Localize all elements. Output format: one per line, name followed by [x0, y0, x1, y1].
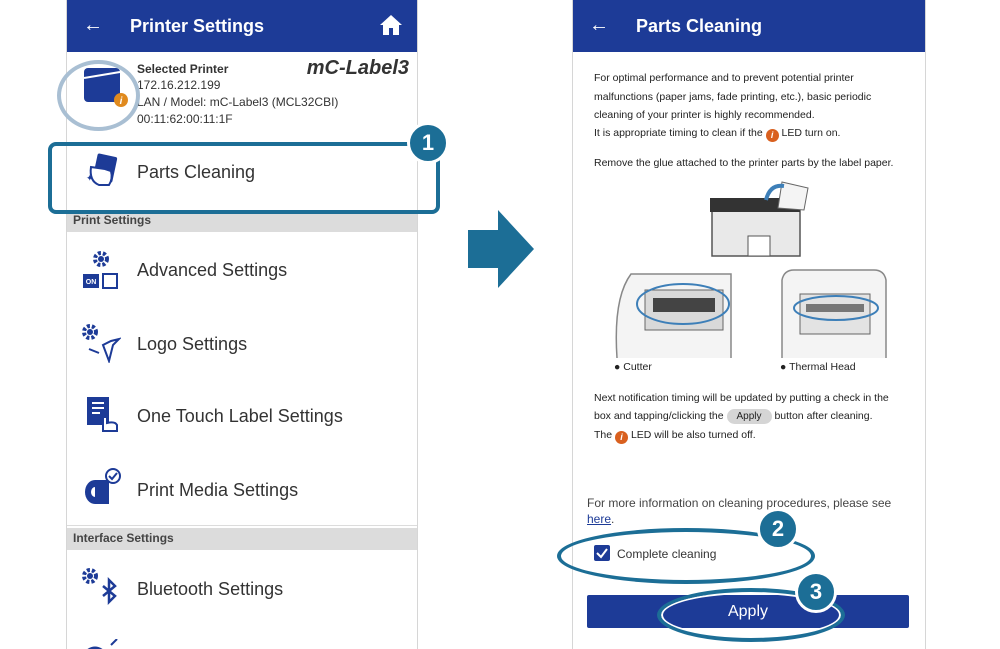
parts-cleaning-label: Parts Cleaning [137, 162, 256, 182]
callout-2: 2 [757, 508, 799, 550]
advanced-settings-label: Advanced Settings [137, 260, 288, 280]
more-info-text: For more information on cleaning procedu… [587, 496, 892, 510]
here-period: . [611, 512, 615, 526]
printer-open-illustration [710, 181, 809, 257]
one-touch-label-item[interactable]: One Touch Label Settings [67, 379, 417, 453]
app-bar-right: ← Parts Cleaning [573, 0, 925, 52]
section-interface-settings: Interface Settings [67, 528, 417, 550]
advanced-settings-icon: ON [83, 251, 118, 289]
one-touch-label-label: One Touch Label Settings [137, 406, 343, 426]
here-link[interactable]: here [587, 512, 612, 526]
cleaning-hand-icon: ✦ [86, 153, 118, 186]
next-line-2: box and tapping/clicking the Apply butto… [594, 409, 873, 424]
next-line-3b: LED will be also turned off. [630, 429, 756, 441]
next-line-3: The i LED will be also turned off. [594, 429, 756, 444]
intro-line-2: malfunctions (paper jams, fade printing,… [594, 91, 872, 103]
print-media-icon [85, 468, 121, 504]
section-interface-label: Interface Settings [73, 531, 174, 545]
section-print-label: Print Settings [73, 213, 152, 227]
print-media-label: Print Media Settings [137, 480, 299, 500]
apply-pill: Apply [726, 409, 772, 424]
callout-1: 1 [407, 122, 449, 164]
intro-line-1: For optimal performance and to prevent p… [594, 72, 854, 84]
selected-printer-heading: Selected Printer [137, 62, 229, 76]
print-media-item[interactable]: Print Media Settings [67, 452, 417, 526]
checkbox-highlight [557, 528, 815, 584]
intro-line-4: It is appropriate timing to clean if the… [594, 127, 840, 142]
next-line-1: Next notification timing will be updated… [594, 392, 889, 404]
brand-logo: mC-Label3 [306, 57, 409, 79]
wifi-settings-item[interactable] [67, 623, 417, 649]
bluetooth-settings-label: Bluetooth Settings [137, 579, 284, 599]
apply-highlight [657, 588, 845, 642]
intro-line-4a: It is appropriate timing to clean if the [594, 127, 763, 139]
next-line-2a: box and tapping/clicking the [594, 410, 724, 422]
thermal-head-illustration [781, 269, 887, 358]
section-print-settings: Print Settings [67, 210, 417, 232]
here-link-wrap: here. [587, 512, 614, 526]
back-arrow-icon[interactable]: ← [83, 14, 103, 36]
logo-settings-item[interactable]: Logo Settings [67, 307, 417, 380]
next-line-2b: button after cleaning. [774, 410, 873, 422]
thermal-head-label: ● Thermal Head [780, 361, 856, 373]
printer-settings-screen: ← Printer Settings i Selected Printer 17… [66, 0, 418, 649]
intro-line-3: cleaning of your printer is highly recom… [594, 109, 815, 121]
page-title-right: Parts Cleaning [636, 16, 763, 36]
logo-settings-label: Logo Settings [137, 334, 248, 354]
parts-cleaning-item[interactable]: ✦ Parts Cleaning [67, 137, 417, 211]
led-info-icon-2: i [615, 431, 629, 444]
back-arrow-icon[interactable]: ← [589, 14, 609, 36]
logo-settings-icon [82, 324, 121, 363]
led-info-icon: i [765, 129, 779, 142]
wifi-icon [87, 639, 118, 649]
next-line-3a: The [594, 429, 613, 441]
on-badge-text: ON [86, 279, 97, 286]
cutter-label: ● Cutter [614, 361, 652, 373]
advanced-settings-item[interactable]: ON Advanced Settings [67, 232, 417, 308]
svg-text:✦: ✦ [86, 174, 94, 184]
callout-3: 3 [795, 571, 837, 613]
page-title: Printer Settings [130, 16, 265, 36]
cutter-illustration [615, 273, 732, 358]
printer-ip: 172.16.212.199 [137, 78, 221, 92]
printer-mac: 00:11:62:00:11:1F [137, 112, 233, 126]
selected-printer-panel: i Selected Printer 172.16.212.199 LAN / … [67, 52, 417, 137]
bluetooth-icon [82, 568, 117, 606]
app-bar: ← Printer Settings [67, 0, 417, 52]
one-touch-label-icon [87, 397, 118, 432]
next-step-arrow-icon [468, 210, 534, 288]
remove-glue-text: Remove the glue attached to the printer … [594, 157, 894, 169]
home-icon[interactable] [379, 14, 403, 36]
parts-cleaning-highlight [48, 142, 440, 214]
printer-model: LAN / Model: mC-Label3 (MCL32CBI) [137, 95, 339, 109]
intro-line-4b: LED turn on. [781, 127, 841, 139]
printer-icon-highlight [57, 60, 140, 131]
bluetooth-settings-item[interactable]: Bluetooth Settings [67, 550, 417, 624]
